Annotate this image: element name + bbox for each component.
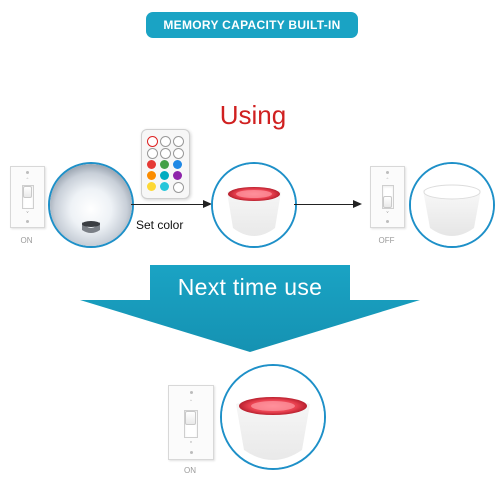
right-arrow-head-icon (203, 200, 212, 208)
set-color-caption: Set color (136, 218, 184, 232)
next-time-use-banner: Next time use (177, 273, 323, 300)
wall-switch-off-icon: ^ v (370, 166, 405, 228)
right-arrow-head-icon (353, 200, 362, 208)
remote-control-icon (141, 129, 190, 199)
wall-switch-on-icon: ^ v (10, 166, 45, 228)
right-arrow-icon (131, 204, 205, 205)
switch-off-label: OFF (378, 236, 395, 245)
down-arrow-banner-icon (80, 265, 420, 352)
red-bulb-icon (220, 364, 326, 470)
bottom-switch-on-label: ON (184, 466, 196, 475)
white-bulb-on-icon (48, 162, 134, 248)
right-arrow-icon (294, 204, 356, 205)
section-title: Using (219, 100, 287, 130)
wall-switch-on-icon: ^ v (168, 385, 214, 460)
white-bulb-off-icon (409, 162, 495, 248)
header-title: MEMORY CAPACITY BUILT-IN (163, 18, 341, 32)
switch-on-label: ON (20, 236, 33, 245)
red-bulb-icon (211, 162, 297, 248)
header-badge: MEMORY CAPACITY BUILT-IN (146, 12, 358, 38)
